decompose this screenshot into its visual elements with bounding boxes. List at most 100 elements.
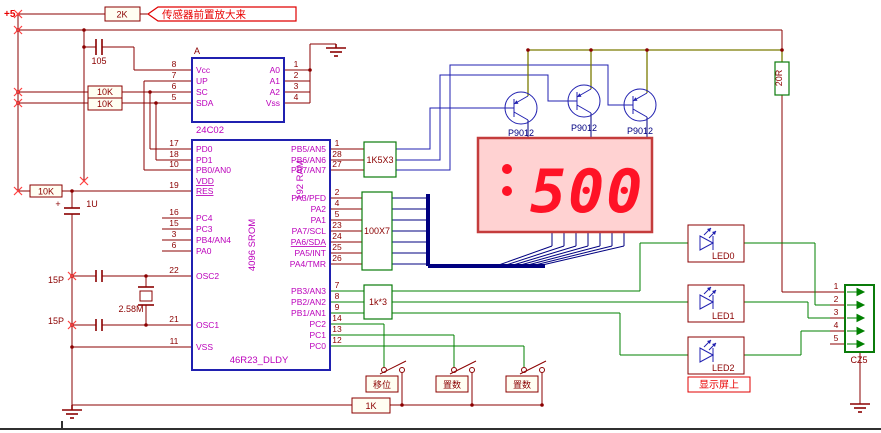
network-100x7[interactable]: 100X7 [361,191,393,271]
eeprom-pin-name: SC [196,87,208,97]
mcu-pin-name: PB1/AN1 [291,308,326,318]
led1[interactable]: LED1 [687,284,745,323]
mcu-pin-name: PA2 [311,204,327,214]
network-100x7-label: 100X7 [364,226,390,236]
mcu-pin-num: 11 [170,336,179,346]
eeprom-24c02[interactable]: A 24C02 8 7 6 5 Vcc UP SC SDA A0 A1 A2 V… [172,46,299,136]
mcu-pin-num: 27 [332,159,342,169]
mcu-pin-name: PA5/INT [295,248,327,258]
connector-name: CZ5 [850,355,867,365]
colon-dot [502,164,512,174]
mcu-pin-num: 9 [335,302,340,312]
button-label: 移位 [373,379,391,390]
mcu-pin-name: PB3/AN3 [291,286,326,296]
mcu-pin-name: PB6/AN6 [291,155,326,165]
mcu-pin-num: 15 [169,218,179,228]
junction-dots [16,28,784,407]
wires-olive-emitter [527,49,783,96]
wires-blue-base [396,64,624,171]
transistor-q2[interactable]: P9012 [567,84,601,133]
network-1kx3[interactable]: 1k*3 [363,284,393,320]
eeprom-pin-name: SDA [196,98,214,108]
transistor-q3[interactable]: P9012 [623,88,657,136]
power-plus5-label: +5 [4,9,16,20]
mcu-pin-num: 4 [335,198,340,208]
sheet-border [0,421,881,430]
mcu-pin-num: 26 [332,253,342,263]
resistor-10k-b-label: 10K [97,99,113,109]
resistor-1k[interactable]: 1K [351,397,391,414]
eeprom-pin-name: A1 [270,76,281,86]
led2[interactable]: LED2 [687,336,745,375]
mcu-pin-name: PB7/AN7 [291,165,326,175]
mcu-pin-num: 24 [332,231,342,241]
led0[interactable]: LED0 [687,224,745,263]
mcu-pin-num: 18 [169,149,179,159]
resistor-2k-label: 2K [116,10,127,20]
eeprom-pin-num: 2 [294,70,299,80]
resistor-20r-label: 20R [774,69,784,86]
mcu-pin-num: 21 [169,314,179,324]
resistor-2k[interactable]: 2K [104,6,141,22]
mcu-pin-name: PA0 [196,246,212,256]
connector-pin-num: 2 [834,294,839,304]
cap-15p-b-label: 15P [48,316,64,326]
mcu-pin-name: OSC1 [196,320,219,330]
button-set2[interactable]: 置数 [505,360,547,393]
mcu-pin-num: 6 [172,240,177,250]
network-1k5x3-label: 1K5X3 [366,155,393,165]
segment-bus [426,194,545,268]
ground-symbol-top [326,44,346,57]
mcu-rom-label: 4096 SROM [247,219,258,271]
resistor-10k-a-label: 10K [97,87,113,97]
connector-cz5[interactable]: 1 2 3 4 5 CZ5 [834,281,875,365]
transistor-q1[interactable]: P9012 [504,91,538,138]
callout-sensor[interactable]: 传感器前置放大来 [146,6,297,22]
eeprom-pin-num: 5 [172,92,177,102]
button-set1[interactable]: 置数 [435,360,477,393]
mcu-pin-name: PB2/AN2 [291,297,326,307]
mcu-pin-name: PB4/AN4 [196,235,231,245]
connector-pin-num: 3 [834,307,839,317]
display-note: 显示屏上 [687,376,751,393]
network-1kx3-label: 1k*3 [369,297,387,307]
mcu-pin-name: PB0/AN0 [196,165,231,175]
cap-15p-a-label: 15P [48,275,64,285]
mcu-pin-num: 10 [169,159,179,169]
eeprom-pin-name: UP [196,76,208,86]
mcu-pin-num: 7 [335,280,340,290]
mcu-pin-num: 14 [332,313,342,323]
mcu-pin-name: PA7/SCL [292,226,327,236]
transistor-label: P9012 [571,123,597,133]
wires-main [17,13,861,406]
resistor-10k-reset[interactable]: 10K [29,184,63,198]
network-1k5x3[interactable]: 1K5X3 [363,141,397,178]
net-x-marks [13,9,89,330]
resistor-10k-pullup1[interactable]: 10K [87,85,123,99]
colon-dot [502,186,512,196]
button-shift[interactable]: 移位 [365,360,407,393]
mcu-pin-name: PC2 [309,319,326,329]
resistor-10k-pullup2[interactable]: 10K [87,97,123,111]
mcu-pin-name: RES [196,186,214,196]
button-label: 置数 [443,379,461,390]
button-label: 置数 [513,379,531,390]
eeprom-pin-name: Vcc [196,65,211,75]
mcu-pin-num: 1 [335,138,340,148]
crystal-body[interactable] [139,290,153,302]
mcu-ram-label: 192 RAM [295,160,306,200]
ground-symbol-bottom-right [850,403,870,413]
resistor-20r[interactable]: 20R [774,61,790,96]
seven-segment-display[interactable]: 500 [476,136,654,234]
cap-1u-plus: + [55,199,60,209]
eeprom-pin-name: Vss [266,98,280,108]
mcu-46r23[interactable]: 46R23_DLDY 192 RAM 4096 SROM 17 18 10 19… [169,138,342,371]
transistor-label: P9012 [508,128,534,138]
resistor-10k-c-label: 10K [38,187,54,197]
mcu-name: 46R23_DLDY [230,355,289,366]
mcu-pin-name: VSS [196,342,213,352]
cap-1u-label: 1U [86,199,98,209]
display-note-text: 显示屏上 [699,379,739,391]
mcu-pin-name: PA4/TMR [290,259,326,269]
